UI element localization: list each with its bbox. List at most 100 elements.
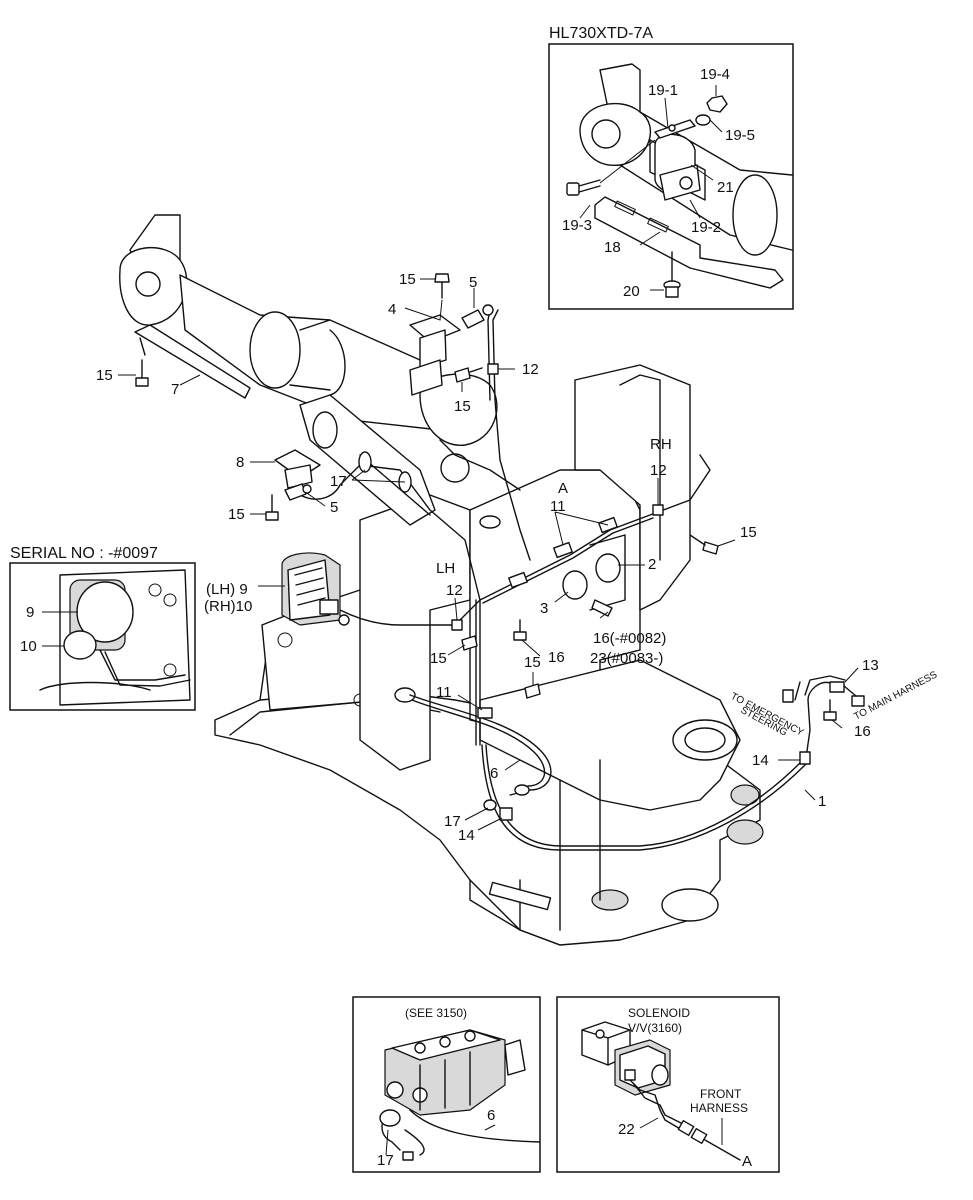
callout-15g: 15 <box>524 654 541 671</box>
callout-11a: 11 <box>550 498 566 515</box>
label-lh-9: (LH) 9 <box>206 581 248 598</box>
callout-12c: 12 <box>446 582 463 599</box>
callout-19-4: 19-4 <box>700 66 730 83</box>
callout-17c: 17 <box>377 1152 394 1169</box>
grommet-2 <box>595 553 621 583</box>
inset-solenoid: SOLENOID V/V(3160) FRONT HARNESS 22 A <box>556 996 780 1173</box>
bracket-7 <box>134 324 251 399</box>
grommet-3 <box>562 570 588 600</box>
inset-valve-note: (SEE 3150) <box>405 1006 467 1020</box>
callout-19-3: 19-3 <box>562 217 592 234</box>
callout-4: 4 <box>388 301 396 318</box>
callout-15f: 15 <box>430 650 447 667</box>
callout-1: 1 <box>818 793 826 810</box>
nut-19-4 <box>706 95 728 113</box>
callout-19-2: 19-2 <box>691 219 721 236</box>
callout-21: 21 <box>717 179 734 196</box>
callout-2: 2 <box>648 556 656 573</box>
callout-8: 8 <box>236 454 244 471</box>
callout-15a: 15 <box>399 271 416 288</box>
callout-6b: 6 <box>487 1107 495 1124</box>
inset-solenoid-note-2: V/V(3160) <box>628 1021 682 1035</box>
main-callouts: 15 5 4 15 7 12 15 8 17 15 5 RH 12 15 A 1… <box>96 271 939 844</box>
callout-19-5: 19-5 <box>725 127 755 144</box>
callout-17b: 17 <box>444 813 461 830</box>
callout-5a: 5 <box>469 274 477 291</box>
callout-15d: 15 <box>228 506 245 523</box>
callout-7: 7 <box>171 381 179 398</box>
callout-16c: 16 <box>854 723 871 740</box>
inset-serial-title: SERIAL NO : -#0097 <box>10 545 158 562</box>
clamp-12-lh <box>451 619 463 631</box>
beacon-lamp <box>281 552 350 626</box>
label-ref-a1: A <box>558 480 568 497</box>
callout-15c: 15 <box>454 398 471 415</box>
clamp-11-upper-c <box>508 571 528 589</box>
callout-11b: 11 <box>436 684 452 701</box>
callout-19-1: 19-1 <box>648 82 678 99</box>
main-frame <box>119 214 764 946</box>
connector-13 <box>782 681 865 707</box>
bolt-15-mid <box>454 367 483 383</box>
callout-5b: 5 <box>330 499 338 516</box>
inset-hl730xtd: HL730XTD-7A <box>548 25 794 310</box>
bolt-15-lower <box>524 683 541 699</box>
callout-17a: 17 <box>330 473 347 490</box>
callout-15b: 15 <box>96 367 113 384</box>
bolt-15-rh <box>689 534 719 555</box>
washer-19-5 <box>695 114 711 126</box>
clamp-12-top <box>487 363 499 375</box>
inset-solenoid-frame <box>556 996 780 1173</box>
inset-solenoid-note-1: SOLENOID <box>628 1006 690 1020</box>
callout-22: 22 <box>618 1121 635 1138</box>
inset-serial: SERIAL NO : -#0097 9 10 <box>9 545 196 711</box>
label-ref-a2: A <box>742 1153 752 1170</box>
clamp-14-right <box>799 751 811 765</box>
callout-23: 23(#0083-) <box>590 650 663 667</box>
solenoid-valve <box>581 1021 671 1096</box>
tie-17-lower <box>483 799 497 811</box>
inset-serial-frame <box>9 562 196 711</box>
callout-12a: 12 <box>522 361 539 378</box>
clamp-19 <box>654 119 701 201</box>
callout-9-inset: 9 <box>26 604 34 621</box>
callout-15e: 15 <box>740 524 757 541</box>
inset-frame <box>548 43 794 310</box>
sensor-5-top <box>461 304 494 329</box>
components <box>134 273 865 821</box>
callout-14a: 14 <box>458 827 475 844</box>
bolt-19-3 <box>566 139 656 196</box>
label-rh-10: (RH)10 <box>204 598 252 615</box>
bolt-20 <box>663 251 681 298</box>
callout-16a: 16(-#0082) <box>593 630 666 647</box>
callout-20: 20 <box>623 283 640 300</box>
inset-valve: (SEE 3150) 6 17 <box>352 996 541 1173</box>
callout-16b: 16 <box>548 649 565 666</box>
bolt-15-top <box>434 273 450 299</box>
harness-wires <box>299 309 846 851</box>
inset-valve-frame <box>352 996 541 1173</box>
inset-solenoid-note-4: HARNESS <box>690 1101 748 1115</box>
label-rh: RH <box>650 436 672 453</box>
callout-13: 13 <box>862 657 879 674</box>
clamp-11-lower <box>477 707 493 719</box>
callout-3: 3 <box>540 600 548 617</box>
inset-cylinder <box>579 63 793 256</box>
clamp-12-rh <box>652 504 664 516</box>
callout-10-inset: 10 <box>20 638 37 655</box>
label-to-main-harness: TO MAIN HARNESS <box>852 669 939 722</box>
lamp-ring-10 <box>63 630 97 660</box>
bolt-15-left <box>135 359 149 387</box>
clamp-11-upper-a <box>553 541 573 559</box>
bolt-16-lh <box>513 619 527 641</box>
callout-18: 18 <box>604 239 621 256</box>
bolt-16-right <box>823 699 837 721</box>
clamp-14-lower <box>499 807 513 821</box>
callout-6a: 6 <box>490 765 498 782</box>
bolt-16-center <box>591 599 613 617</box>
inset-title: HL730XTD-7A <box>549 25 653 42</box>
leader-lines <box>118 278 859 831</box>
tie-17a <box>358 451 372 473</box>
bolt-15-lh <box>461 635 478 651</box>
callout-14b: 14 <box>752 752 769 769</box>
